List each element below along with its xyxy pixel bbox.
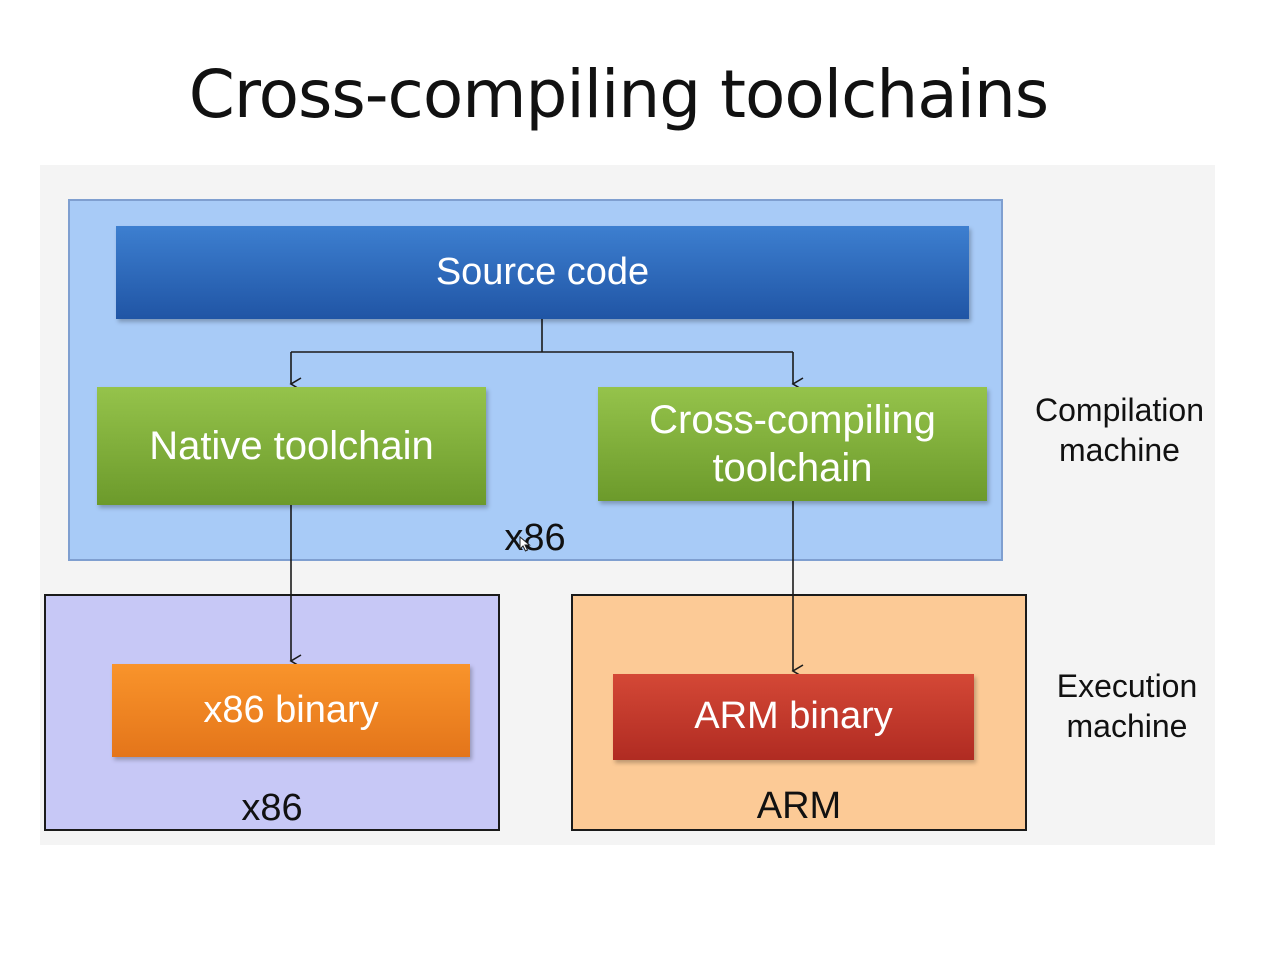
mouse-cursor-icon <box>519 536 531 552</box>
arm-execution-arch-label: ARM <box>756 785 842 827</box>
cross-compiling-toolchain-block: Cross-compiling toolchain <box>598 387 987 501</box>
arm-binary-block: ARM binary <box>613 674 974 760</box>
compilation-machine-label-line2: machine <box>1059 432 1180 468</box>
cross-toolchain-label-line1: Cross-compiling <box>649 398 936 442</box>
source-code-block: Source code <box>116 226 969 319</box>
slide-title: Cross-compiling toolchains <box>188 56 1049 133</box>
arm-binary-label: ARM binary <box>694 695 893 738</box>
native-toolchain-block: Native toolchain <box>97 387 486 505</box>
cross-toolchain-label-line2: toolchain <box>712 446 873 490</box>
x86-execution-arch-label: x86 <box>241 787 303 829</box>
source-code-label: Source code <box>435 250 650 293</box>
execution-machine-label-line1: Execution <box>1056 668 1198 704</box>
x86-binary-label: x86 binary <box>203 688 379 731</box>
compilation-machine-label-line1: Compilation <box>1035 392 1204 428</box>
execution-machine-label-line2: machine <box>1066 708 1188 744</box>
execution-machine-label: Execution machine <box>1032 666 1222 746</box>
compilation-machine-label: Compilation machine <box>1018 390 1221 470</box>
compilation-arch-label: x86 <box>504 517 566 559</box>
native-toolchain-label: Native toolchain <box>149 424 434 468</box>
x86-binary-block: x86 binary <box>112 664 470 757</box>
